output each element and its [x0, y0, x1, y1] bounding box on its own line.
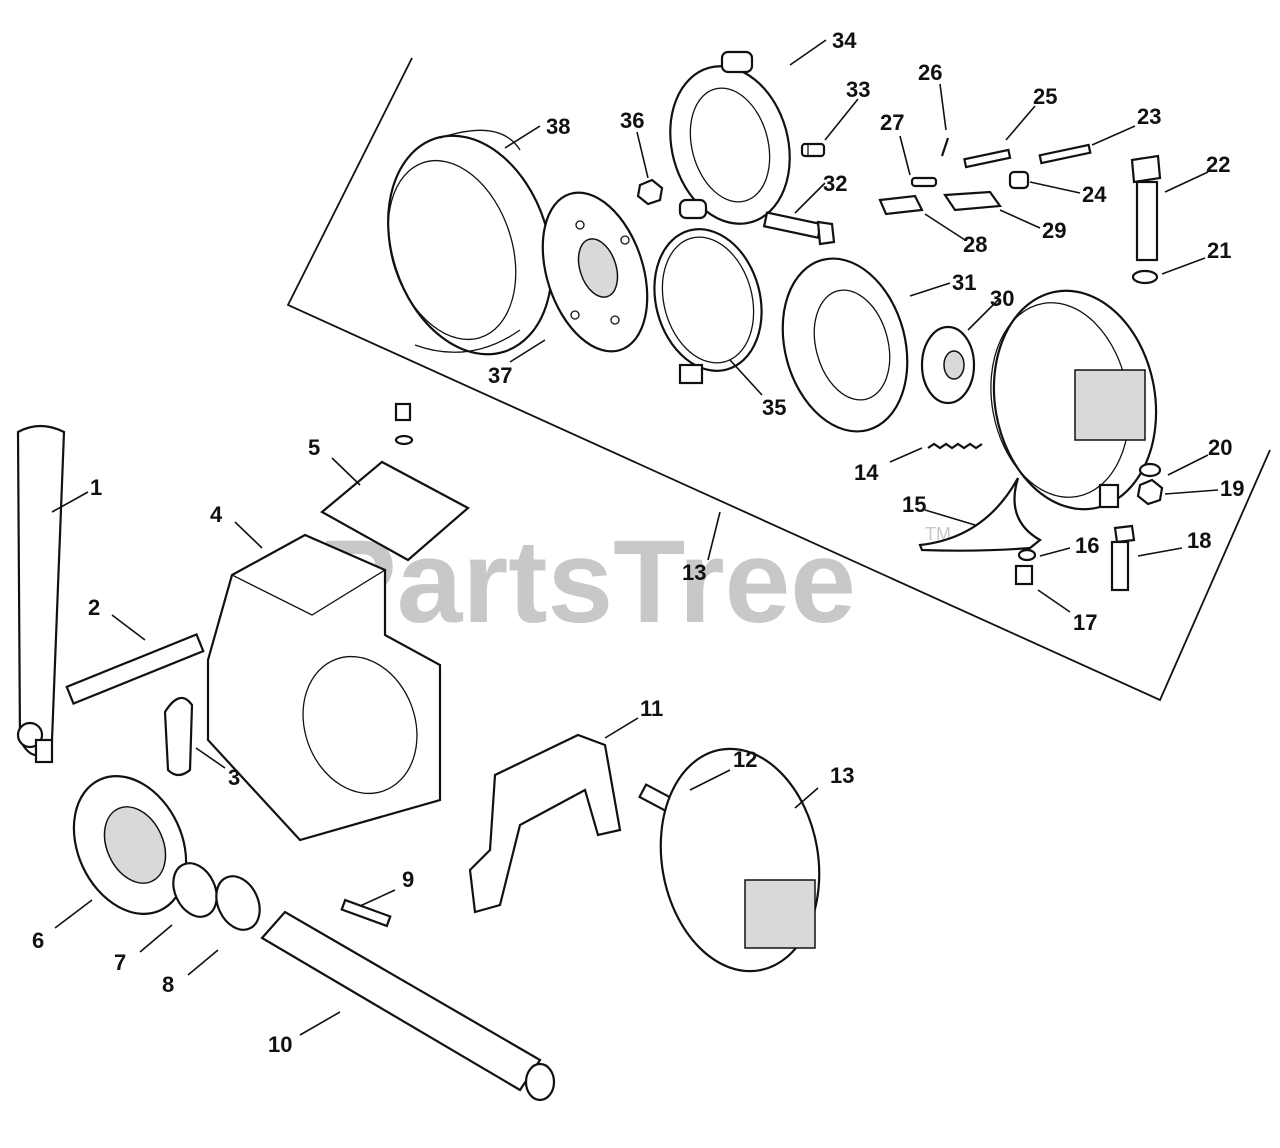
- callout-24[interactable]: 24: [1082, 182, 1107, 207]
- callout-21[interactable]: 21: [1207, 238, 1231, 263]
- callout-1[interactable]: 1: [90, 475, 102, 500]
- callout-23[interactable]: 23: [1137, 104, 1161, 129]
- callout-13-upper[interactable]: 13: [682, 560, 706, 585]
- part-24-bushing[interactable]: [1008, 170, 1030, 190]
- callout-25[interactable]: 25: [1033, 84, 1057, 109]
- part-31-pulley[interactable]: [764, 244, 925, 445]
- part-10-output-shaft[interactable]: [260, 910, 556, 1102]
- callout-33[interactable]: 33: [846, 77, 870, 102]
- callout-5[interactable]: 5: [308, 435, 320, 460]
- part-36-nut[interactable]: [636, 178, 664, 206]
- part-35-brake-band[interactable]: [639, 217, 777, 385]
- callout-6[interactable]: 6: [32, 928, 44, 953]
- callout-9[interactable]: 9: [402, 867, 414, 892]
- callout-29[interactable]: 29: [1042, 218, 1066, 243]
- callout-17[interactable]: 17: [1073, 610, 1097, 635]
- callout-32[interactable]: 32: [823, 171, 847, 196]
- part-38-brake-drum[interactable]: [361, 114, 579, 375]
- callout-2[interactable]: 2: [88, 595, 100, 620]
- callout-14[interactable]: 14: [854, 460, 879, 485]
- callout-10[interactable]: 10: [268, 1032, 292, 1057]
- part-19-nut[interactable]: [1136, 478, 1164, 506]
- part-6-bearing[interactable]: [52, 758, 207, 932]
- callout-30[interactable]: 30: [990, 286, 1014, 311]
- part-4-transmission-case[interactable]: [206, 533, 442, 842]
- callout-31[interactable]: 31: [952, 270, 976, 295]
- part-21-washer[interactable]: [1131, 269, 1159, 285]
- callout-8[interactable]: 8: [162, 972, 174, 997]
- part-23-pin[interactable]: [1038, 143, 1092, 165]
- part-17-screw[interactable]: [1014, 564, 1034, 586]
- part-27-pin[interactable]: [910, 176, 938, 188]
- part-37-hub-flange[interactable]: [524, 179, 666, 365]
- part-26-cotter-pin[interactable]: [940, 137, 950, 157]
- callout-leaders: [51, 39, 1219, 1036]
- part-34-brake-housing[interactable]: [653, 50, 806, 237]
- part-20-washer[interactable]: [1138, 462, 1162, 478]
- part-25-pin[interactable]: [963, 148, 1012, 169]
- part-18-bolt[interactable]: [1110, 524, 1136, 592]
- part-1-shift-lever[interactable]: [16, 424, 66, 764]
- callout-16[interactable]: 16: [1075, 533, 1099, 558]
- part-8-retaining-ring[interactable]: [208, 869, 268, 937]
- callout-27[interactable]: 27: [880, 110, 904, 135]
- part-28-link[interactable]: [878, 194, 924, 216]
- callout-35[interactable]: 35: [762, 395, 786, 420]
- part-13-clutch-assembly-lower[interactable]: [644, 736, 837, 984]
- callout-20[interactable]: 20: [1208, 435, 1232, 460]
- part-14-spring[interactable]: [927, 442, 983, 450]
- callout-18[interactable]: 18: [1187, 528, 1211, 553]
- callout-34[interactable]: 34: [832, 28, 857, 53]
- subassembly-frame: [286, 57, 1271, 702]
- callout-38[interactable]: 38: [546, 114, 570, 139]
- callout-28[interactable]: 28: [963, 232, 987, 257]
- part-29-link-plate[interactable]: [943, 190, 1003, 212]
- callout-12[interactable]: 12: [733, 747, 757, 772]
- callout-26[interactable]: 26: [918, 60, 942, 85]
- callout-11[interactable]: 11: [640, 696, 663, 721]
- part-9-key[interactable]: [340, 898, 392, 928]
- part-13-clutch-assembly-upper[interactable]: [976, 278, 1173, 522]
- part-2-shaft[interactable]: [65, 633, 205, 705]
- part-5-cover-plate[interactable]: [320, 402, 470, 562]
- part-15-spring-clip[interactable]: [918, 477, 1042, 552]
- callout-22[interactable]: 22: [1206, 152, 1230, 177]
- part-16-lock-washer[interactable]: [1017, 548, 1037, 562]
- part-3-key-plate[interactable]: [163, 696, 194, 777]
- callout-7[interactable]: 7: [114, 950, 126, 975]
- part-7-retaining-ring[interactable]: [165, 856, 225, 924]
- part-11-shift-fork[interactable]: [468, 733, 622, 914]
- callout-15[interactable]: 15: [902, 492, 926, 517]
- part-33-grease-fitting[interactable]: [800, 142, 826, 158]
- part-32-bolt[interactable]: [762, 211, 836, 246]
- callout-4[interactable]: 4: [210, 502, 223, 527]
- callout-36[interactable]: 36: [620, 108, 644, 133]
- callout-13-lower[interactable]: 13: [830, 763, 854, 788]
- part-30-bearing[interactable]: [920, 325, 976, 405]
- callout-labels: 1 2 3 4 5 6 7 8 9 10 11 12 13 13 14 15 1…: [32, 28, 1244, 1057]
- callout-37[interactable]: 37: [488, 363, 512, 388]
- callout-3[interactable]: 3: [228, 765, 240, 790]
- callout-19[interactable]: 19: [1220, 476, 1244, 501]
- part-22-bolt[interactable]: [1130, 154, 1162, 262]
